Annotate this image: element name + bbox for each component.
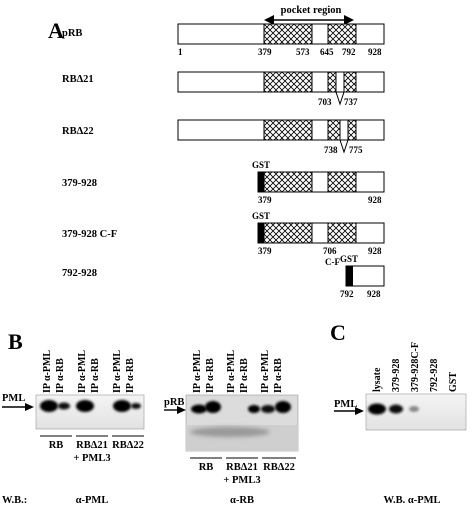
b-left-lane-6: IP α-RB xyxy=(125,358,136,393)
rbd22-num-738: 738 xyxy=(324,145,338,155)
construct-bar-379-928-cf xyxy=(257,222,385,244)
379-928-num-928: 928 xyxy=(368,195,382,205)
construct-name-prb: pRB xyxy=(62,28,82,39)
379-928-cf-mutation: C-F xyxy=(325,257,340,267)
blot-b-right xyxy=(185,394,299,452)
construct-name-792-928: 792-928 xyxy=(62,268,97,279)
b-left-lane-5: IP α-PML xyxy=(112,350,123,393)
b-right-lane-2: IP α-RB xyxy=(205,358,216,393)
b-left-lane-1: IP α-PML xyxy=(42,350,53,393)
b-right-lane-3: IP α-PML xyxy=(226,350,237,393)
c-lane-792-928: 792-928 xyxy=(429,359,440,392)
prb-num-1: 1 xyxy=(178,47,183,57)
b-left-group-rbd22: RBΔ22 xyxy=(112,440,144,451)
792-928-num-928: 928 xyxy=(367,289,381,299)
gst-label-379-928-cf: GST xyxy=(252,211,270,221)
b-right-subgroup: + PML3 xyxy=(223,475,260,486)
b-left-group-rbd21: RBΔ21 xyxy=(76,440,108,451)
construct-name-rbd21: RBΔ21 xyxy=(62,74,94,85)
construct-bar-rbd22 xyxy=(177,119,385,154)
construct-name-rbd22: RBΔ22 xyxy=(62,126,94,137)
panel-c-label: C xyxy=(330,320,346,345)
b-left-group-rb: RB xyxy=(49,440,64,451)
b-left-lane-4: IP α-RB xyxy=(90,358,101,393)
gst-label-379-928: GST xyxy=(252,160,270,170)
b-right-lane-5: IP α-PML xyxy=(260,350,271,393)
b-right-group-rbd22: RBΔ22 xyxy=(263,462,295,473)
panel-b-label: B xyxy=(8,329,23,354)
construct-bar-792-928 xyxy=(345,265,385,287)
blot-c xyxy=(365,393,467,431)
rbd21-num-737: 737 xyxy=(344,97,358,107)
construct-bar-379-928 xyxy=(257,171,385,193)
b-right-lane-6: IP α-RB xyxy=(273,358,284,393)
379-928-cf-num-928: 928 xyxy=(368,246,382,256)
c-lane-379-928cf: 379-928C-F xyxy=(410,342,421,392)
c-lane-lysate: lysate xyxy=(372,367,383,392)
b-right-group-rbd21: RBΔ21 xyxy=(226,462,258,473)
construct-bar-prb xyxy=(177,23,385,45)
prb-num-645: 645 xyxy=(320,47,334,57)
c-marker-label: PML xyxy=(334,399,357,410)
b-left-lane-2: IP α-RB xyxy=(55,358,66,393)
rbd22-num-775: 775 xyxy=(349,145,363,155)
prb-num-573: 573 xyxy=(296,47,310,57)
rbd21-num-703: 703 xyxy=(318,97,332,107)
b-left-subgroup: + PML3 xyxy=(73,453,110,464)
blot-b-left xyxy=(35,394,145,430)
b-wb-right: α-RB xyxy=(230,495,254,506)
b-right-marker-arrow-icon xyxy=(164,406,186,414)
panel-a-label: A xyxy=(48,18,64,43)
b-right-group-rb: RB xyxy=(199,462,214,473)
c-lane-379-928: 379-928 xyxy=(391,359,402,392)
b-right-lane-1: IP α-PML xyxy=(192,350,203,393)
b-wb-left: α-PML xyxy=(76,495,109,506)
792-928-num-792: 792 xyxy=(340,289,354,299)
construct-name-379-928: 379-928 xyxy=(62,178,97,189)
c-marker-arrow-icon xyxy=(334,407,364,415)
b-left-marker-arrow-icon xyxy=(2,403,34,411)
c-wb-label: W.B. α-PML xyxy=(383,495,440,506)
construct-bar-rbd21 xyxy=(177,71,385,106)
b-left-lane-3: IP α-PML xyxy=(77,350,88,393)
379-928-cf-num-706: 706 xyxy=(323,246,337,256)
prb-num-379: 379 xyxy=(258,47,272,57)
pocket-region-label: pocket region xyxy=(281,5,342,16)
379-928-cf-num-379: 379 xyxy=(258,246,272,256)
pocket-region-arrow xyxy=(264,15,354,25)
b-right-lane-4: IP α-RB xyxy=(239,358,250,393)
prb-num-928: 928 xyxy=(368,47,382,57)
b-wb-label: W.B.: xyxy=(2,495,27,506)
prb-num-792: 792 xyxy=(342,47,356,57)
b-right-marker-label: pRB xyxy=(164,397,184,408)
b-left-marker-label: PML xyxy=(2,393,25,404)
gst-label-792-928: GST xyxy=(340,254,358,264)
construct-name-379-928-cf: 379-928 C-F xyxy=(62,229,117,240)
c-lane-gst: GST xyxy=(448,372,459,392)
379-928-num-379: 379 xyxy=(258,195,272,205)
